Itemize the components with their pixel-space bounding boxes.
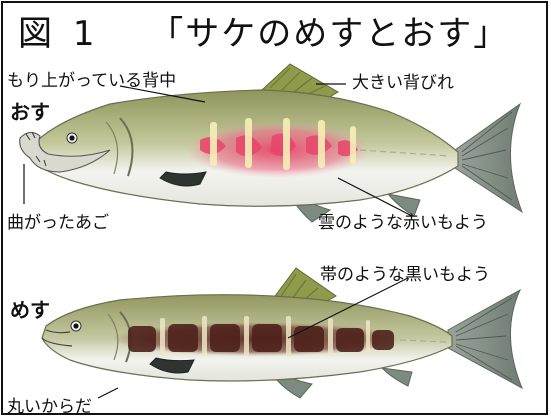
- figure-title: 図 1 「サケのめすとおす」: [18, 6, 509, 55]
- figure-label: 図: [18, 14, 54, 54]
- label-hump: もり上がっている背中: [7, 71, 177, 91]
- figure-title-text: 「サケのめすとおす」: [149, 14, 510, 54]
- label-dark-band: 帯のような黒いもよう: [320, 265, 490, 285]
- label-body: 丸いからだ: [7, 397, 92, 417]
- figure-number: 1: [72, 14, 97, 54]
- leader-hump: [119, 85, 206, 103]
- label-dorsal-fin: 大きい背びれ: [352, 73, 454, 93]
- male-hooked-jaw: [19, 131, 111, 173]
- leader-lines: [23, 83, 413, 399]
- label-jaw: 曲がったあご: [7, 213, 109, 233]
- female-tail-fin: [447, 288, 523, 390]
- leader-body: [97, 387, 119, 399]
- leader-red-pattern: [337, 177, 413, 217]
- female-label: めす: [10, 298, 50, 322]
- male-label: おす: [10, 100, 50, 124]
- male-tail-fin: [454, 102, 524, 214]
- label-red-pattern: 雲のような赤いもよう: [318, 213, 488, 233]
- female-salmon: [41, 267, 523, 399]
- leader-dark-band: [287, 277, 409, 339]
- male-salmon: [19, 63, 524, 223]
